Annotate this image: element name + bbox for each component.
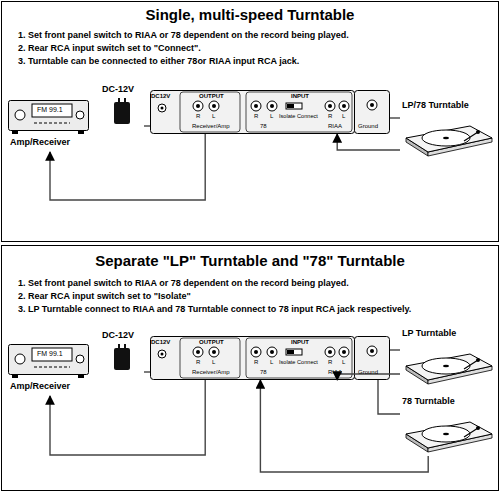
cable xyxy=(378,380,400,414)
power-adapter: DC-12V xyxy=(100,84,144,134)
device-label: LP Turntable xyxy=(402,328,456,338)
diagram-title: Single, multi-speed Turntable xyxy=(0,5,500,25)
input-label: 78 xyxy=(260,123,267,130)
channel-label: L xyxy=(212,113,215,120)
turntable-drawing xyxy=(406,354,492,384)
cable xyxy=(390,117,400,118)
amplifier-drawing xyxy=(9,345,89,379)
channel-label: R xyxy=(328,113,332,120)
panel-label: INPUT xyxy=(291,339,309,346)
amplifier-drawing xyxy=(9,101,89,135)
turntable: 78 Turntable xyxy=(400,396,494,456)
channel-label: R xyxy=(196,359,200,366)
instruction-line: 3. LP Turntable connect to RIAA and 78 T… xyxy=(18,304,490,316)
amplifier-receiver: FM 99.1Amp/Receiver xyxy=(8,344,92,396)
instruction-line: 1. Set front panel switch to RIAA or 78 … xyxy=(18,278,490,290)
device-label: DC-12V xyxy=(102,84,134,94)
signal-cable xyxy=(50,134,205,200)
turntable-drawing xyxy=(406,126,492,156)
panel-label: OUTPUT xyxy=(199,339,224,346)
switch-label: Isolate Connect xyxy=(279,113,318,119)
device-label: Amp/Receiver xyxy=(10,137,70,147)
signal-cable xyxy=(260,380,428,472)
jack-label: DC12V xyxy=(151,93,170,100)
device-label: DC-12V xyxy=(102,330,134,340)
preamp-drawing xyxy=(151,91,390,134)
instruction-line: 2. Rear RCA input switch set to "Isolate… xyxy=(18,291,490,303)
panel-label: Receiver/Amp xyxy=(192,123,230,130)
panel-frame xyxy=(2,2,499,242)
input-label: RIAA xyxy=(328,123,342,130)
channel-label: L xyxy=(342,113,345,120)
device-label: 78 Turntable xyxy=(402,396,455,406)
terminal-label: Ground xyxy=(358,369,378,376)
instruction-line: 1. Set front panel switch to RIAA or 78 … xyxy=(18,30,488,42)
channel-label: R xyxy=(328,359,332,366)
cable xyxy=(144,371,150,372)
panel-label: OUTPUT xyxy=(199,93,224,100)
adapter-drawing xyxy=(114,344,130,370)
channel-label: R xyxy=(196,113,200,120)
panel-label: Receiver/Amp xyxy=(192,369,230,376)
input-label: 78 xyxy=(260,369,267,376)
cable xyxy=(144,125,150,126)
channel-label: R xyxy=(254,113,258,120)
input-label: RIAA xyxy=(328,369,342,376)
phono-preamp: DC12V OUTPUT R L Receiver/Amp INPUT R L R L Isolat… xyxy=(150,336,390,380)
instruction-line: 2. Rear RCA input switch set to "Connect… xyxy=(18,43,488,55)
panel-frame xyxy=(2,246,499,491)
instruction-line: 3. Turntable can be connected to either … xyxy=(18,56,488,68)
turntable: LP Turntable xyxy=(400,328,494,386)
turntable: LP/78 Turntable xyxy=(400,100,494,160)
amplifier-receiver: FM 99.1Amp/Receiver xyxy=(8,100,92,152)
signal-cable xyxy=(337,134,400,150)
jack-label: DC12V xyxy=(151,339,170,346)
channel-label: L xyxy=(270,359,273,366)
preamp-drawing xyxy=(151,337,390,380)
panel-label: INPUT xyxy=(291,93,309,100)
device-label: LP/78 Turntable xyxy=(402,100,469,110)
display-readout: FM 99.1 xyxy=(37,350,63,358)
terminal-label: Ground xyxy=(358,123,378,130)
switch-label: Isolate Connect xyxy=(279,359,318,365)
power-adapter: DC-12V xyxy=(100,330,144,380)
phono-preamp: DC12V OUTPUT R L Receiver/Amp INPUT R L R L Isolat… xyxy=(150,90,390,134)
channel-label: L xyxy=(342,359,345,366)
signal-cable xyxy=(50,380,205,455)
cable xyxy=(390,349,400,350)
turntable-drawing xyxy=(406,422,492,452)
adapter-drawing xyxy=(114,98,130,124)
section-heading: Separate "LP" Turntable and "78" Turntab… xyxy=(0,251,500,271)
channel-label: L xyxy=(212,359,215,366)
channel-label: L xyxy=(270,113,273,120)
display-readout: FM 99.1 xyxy=(37,106,63,114)
device-label: Amp/Receiver xyxy=(10,381,70,391)
channel-label: R xyxy=(254,359,258,366)
